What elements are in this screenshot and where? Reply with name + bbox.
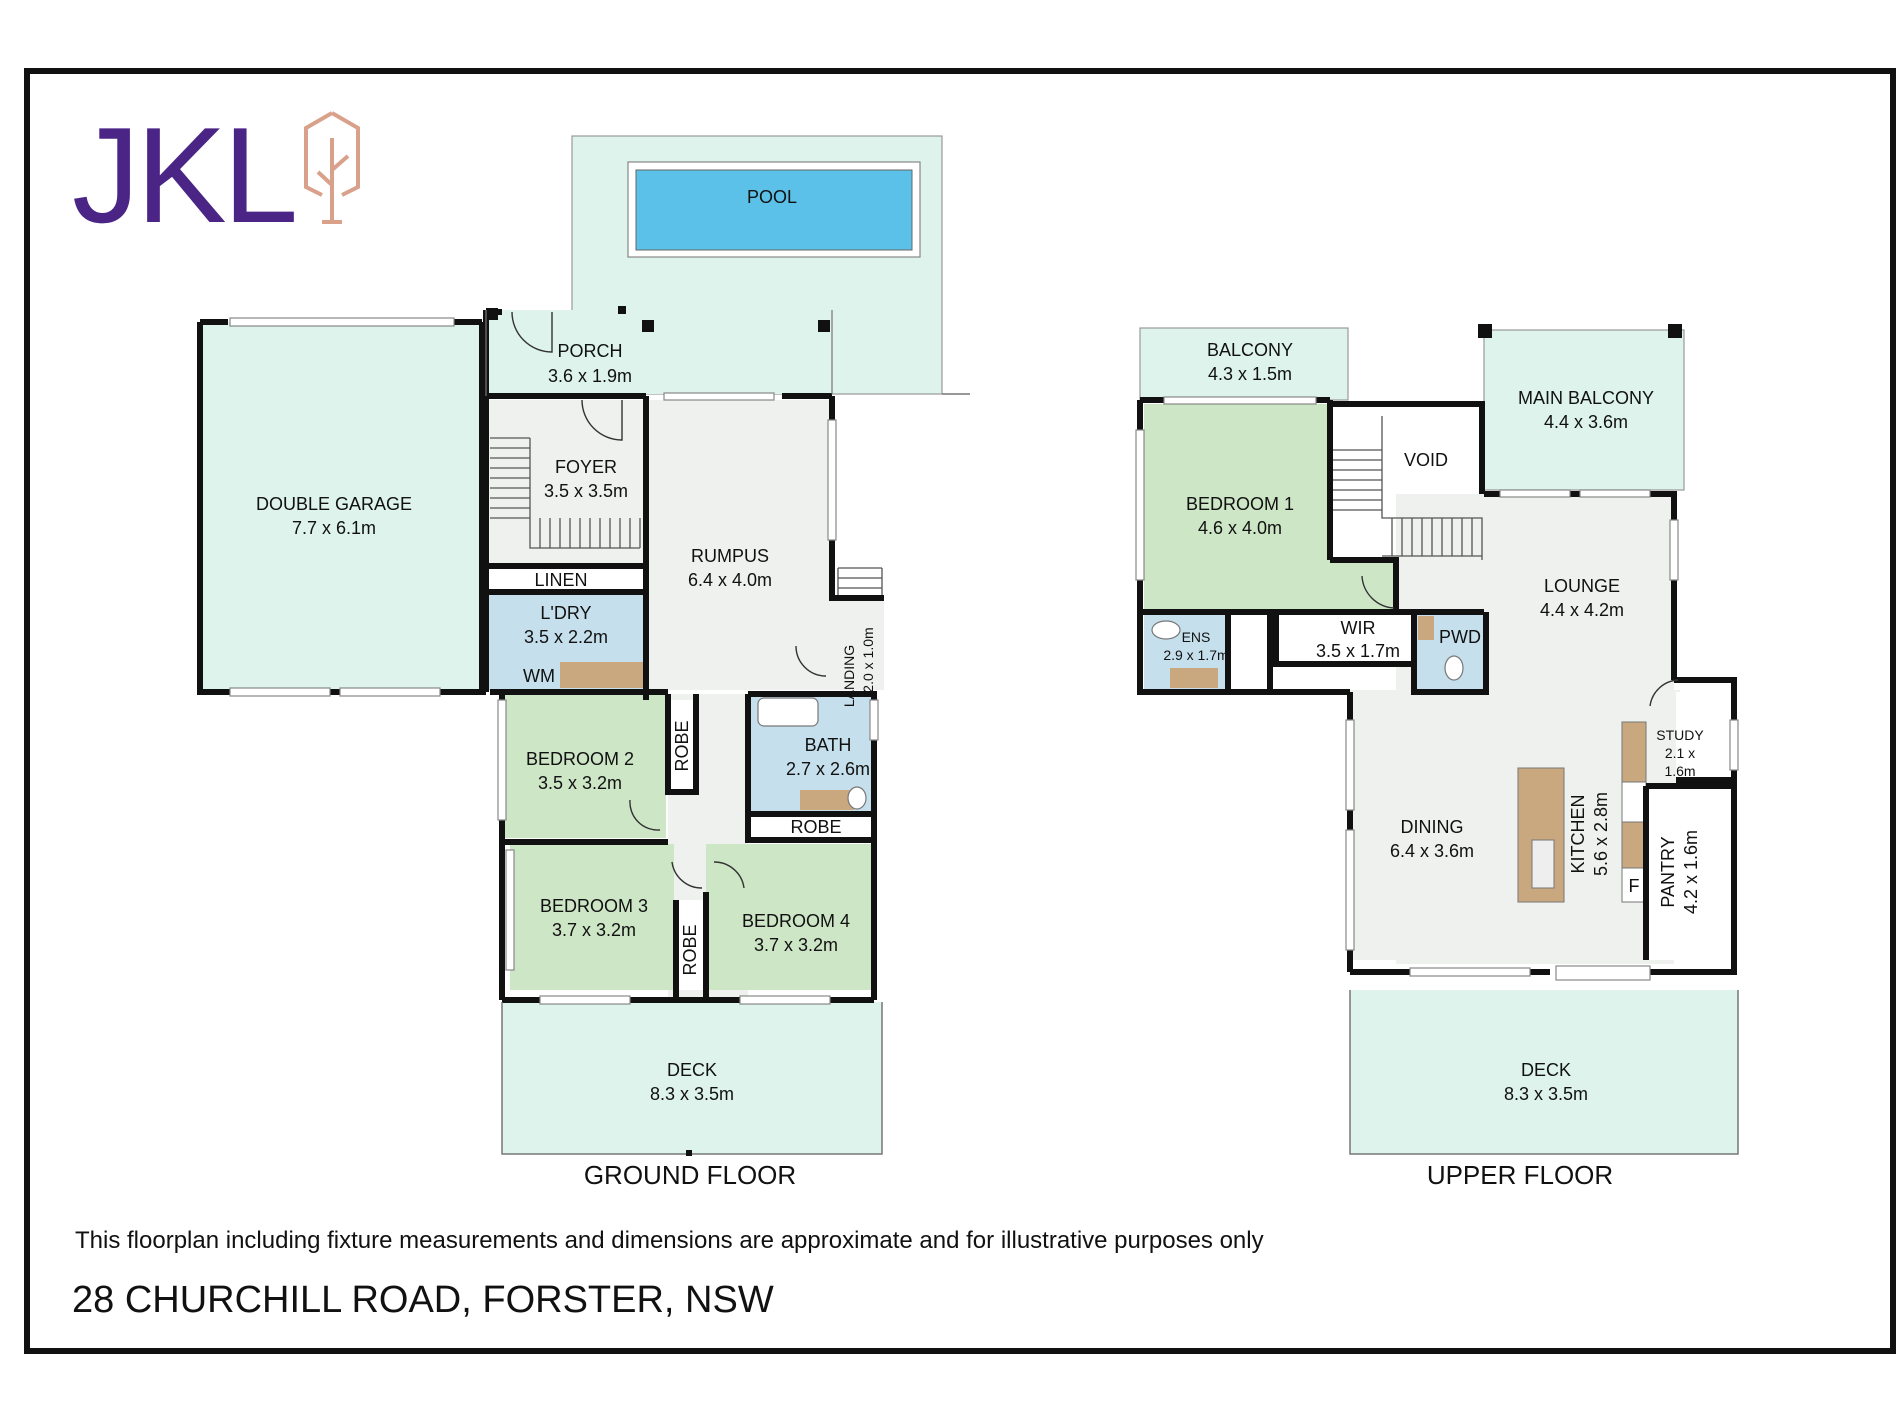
upper-floor-plan: [1135, 324, 1739, 1155]
study-label: STUDY: [1656, 727, 1704, 743]
wir-dims: 3.5 x 1.7m: [1316, 641, 1400, 661]
ground-deck-dims: 8.3 x 3.5m: [650, 1084, 734, 1104]
disclaimer-text: This floorplan including fixture measure…: [75, 1227, 1264, 1254]
washing-machine-label: WM: [523, 666, 555, 686]
upper-balcony: [1139, 327, 1349, 401]
balcony-label: BALCONY: [1207, 340, 1293, 360]
ens-label: ENS: [1182, 629, 1211, 645]
ground-deck: [502, 1002, 882, 1154]
study-dims-1: 2.1 x: [1665, 745, 1695, 761]
kitchen-label: KITCHEN: [1568, 794, 1588, 873]
main-balcony-dims: 4.4 x 3.6m: [1544, 412, 1628, 432]
linen-label: LINEN: [534, 570, 587, 590]
fridge-label: F: [1629, 876, 1640, 896]
void-label: VOID: [1404, 450, 1448, 470]
upper-deck-label: DECK: [1521, 1060, 1571, 1080]
ground-deck-label: DECK: [667, 1060, 717, 1080]
upper-deck: [1350, 990, 1738, 1154]
robe4-label: ROBE: [790, 817, 841, 837]
kitchen-dims: 5.6 x 2.8m: [1591, 792, 1611, 876]
robe3-label: ROBE: [680, 924, 700, 975]
porch-dims: 3.6 x 1.9m: [548, 366, 632, 386]
robe2-label: ROBE: [672, 720, 692, 771]
laundry-label: L'DRY: [540, 603, 591, 623]
main-balcony-label: MAIN BALCONY: [1518, 388, 1654, 408]
bedroom3-dims: 3.7 x 3.2m: [552, 920, 636, 940]
pantry-dims: 4.2 x 1.6m: [1681, 830, 1701, 914]
garage-area: [200, 322, 482, 692]
dining-label: DINING: [1401, 817, 1464, 837]
bedroom2-label: BEDROOM 2: [526, 749, 634, 769]
lounge-dims: 4.4 x 4.2m: [1540, 600, 1624, 620]
bedroom4-dims: 3.7 x 3.2m: [754, 935, 838, 955]
balcony-dims: 4.3 x 1.5m: [1208, 364, 1292, 384]
upper-deck-dims: 8.3 x 3.5m: [1504, 1084, 1588, 1104]
landing-dims: 2.0 x 1.0m: [860, 627, 876, 692]
bedroom3-label: BEDROOM 3: [540, 896, 648, 916]
bath-dims: 2.7 x 2.6m: [786, 759, 870, 779]
logo-text: JKL: [72, 99, 295, 251]
porch-label: PORCH: [557, 341, 622, 361]
bedroom1-dims: 4.6 x 4.0m: [1198, 518, 1282, 538]
foyer-dims: 3.5 x 3.5m: [544, 481, 628, 501]
ens-dims: 2.9 x 1.7m: [1163, 647, 1228, 663]
bath-label: BATH: [805, 735, 852, 755]
upper-floor-title: UPPER FLOOR: [1427, 1160, 1613, 1190]
main-balcony-area: [1483, 329, 1685, 491]
laundry-dims: 3.5 x 2.2m: [524, 627, 608, 647]
rumpus-dims: 6.4 x 4.0m: [688, 570, 772, 590]
bedroom4-label: BEDROOM 4: [742, 911, 850, 931]
brand-logo: JKL: [72, 99, 360, 251]
garage-label: DOUBLE GARAGE: [256, 494, 412, 514]
pwd-label: PWD: [1439, 627, 1481, 647]
pool-label: POOL: [747, 187, 797, 207]
pantry-label: PANTRY: [1658, 836, 1678, 907]
wir-label: WIR: [1341, 618, 1376, 638]
ground-floor-title: GROUND FLOOR: [584, 1160, 796, 1190]
ground-floor-plan: [197, 135, 970, 1156]
study-dims-2: 1.6m: [1664, 763, 1695, 779]
outer-frame: [24, 68, 1896, 1354]
property-address: 28 CHURCHILL ROAD, FORSTER, NSW: [72, 1279, 774, 1321]
lounge-label: LOUNGE: [1544, 576, 1620, 596]
bedroom1-label: BEDROOM 1: [1186, 494, 1294, 514]
garage-dims: 7.7 x 6.1m: [292, 518, 376, 538]
rumpus-label: RUMPUS: [691, 546, 769, 566]
landing-label: LANDING: [841, 645, 857, 707]
dining-dims: 6.4 x 3.6m: [1390, 841, 1474, 861]
bedroom2-dims: 3.5 x 3.2m: [538, 773, 622, 793]
foyer-label: FOYER: [555, 457, 617, 477]
pool: [635, 169, 913, 251]
house-tree-icon: [304, 111, 360, 224]
